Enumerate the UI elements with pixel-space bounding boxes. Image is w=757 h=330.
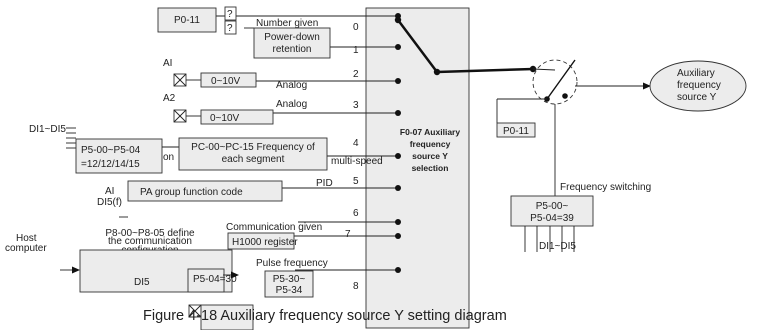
switching-di-label: DI1~DI5 [539, 241, 576, 252]
c0-param: P0-11 [174, 15, 200, 26]
c4-param-box [75, 138, 163, 174]
c8-range-1: P5-30~ [273, 274, 306, 285]
c0-mark-box-2 [224, 20, 237, 35]
c4-table-box [178, 137, 328, 171]
c5-input-1: AI [105, 186, 114, 197]
channel-number-8: 8 [353, 281, 359, 292]
channel-number-2: 2 [353, 69, 359, 80]
c5-label: PID [316, 178, 333, 189]
c5-input-2: DI5(f) [97, 197, 122, 208]
c7-define-1: P8-00~P8-05 define [105, 228, 195, 239]
frequency-switching-label: Frequency switching [560, 182, 651, 193]
c4-param-1: P5-00~P5-04 [81, 145, 141, 156]
c3-range: 0~10V [210, 113, 240, 124]
selector-label-1: F0-07 Auxiliary [400, 127, 460, 137]
selector-label-4: selection [412, 163, 449, 173]
c7-input-1: Host [16, 233, 37, 244]
channel-number-7: 7 [345, 229, 351, 240]
c8-range-box [264, 270, 314, 298]
selector-switch [394, 16, 537, 76]
c2-label: Analog [276, 80, 307, 91]
switching-circle [532, 59, 578, 105]
c7-define-2: the communication [108, 236, 192, 247]
output-switch [532, 59, 651, 102]
switching-box-line-2: P5-04=39 [530, 213, 574, 224]
c9-box [200, 304, 254, 330]
selector-label-3: source Y [412, 151, 448, 161]
c0-param-box [157, 7, 217, 33]
channel-number-3: 3 [353, 100, 359, 111]
c0-label: Number given [256, 18, 318, 29]
channel-number-0: 0 [353, 22, 359, 33]
channel-number-5: 5 [353, 176, 359, 187]
c7-label: Communication given [226, 222, 322, 233]
c7-input-2: computer [5, 243, 47, 254]
channel-number-1: 1 [353, 45, 359, 56]
c0-mark-1: ? [227, 9, 233, 20]
c7-register-box [227, 232, 295, 250]
figure-caption: Figure 4-18 Auxiliary frequency source Y… [143, 308, 507, 324]
output-label-3: source Y [677, 92, 717, 103]
channel-number-6: 6 [353, 208, 359, 219]
c7-register: H1000 register [232, 237, 298, 248]
c8-di: DI5 [134, 277, 150, 288]
c8-range-2: P5-34 [276, 285, 303, 296]
output-label-2: frequency [677, 80, 721, 91]
selector-label-2: frequency [410, 139, 451, 149]
c2-range: 0~10V [211, 76, 241, 87]
c1-label-2: retention [273, 44, 312, 55]
c8-label: Pulse frequency [256, 258, 328, 269]
switching-box-line-1: P5-00~ [536, 201, 569, 212]
c8-param-box [187, 268, 225, 293]
c4-label: multi-speed [331, 156, 383, 167]
channel-lines [216, 15, 398, 271]
c5-box-label: PA group function code [140, 187, 243, 198]
c3-terminal-icon [173, 109, 187, 123]
c0-mark-2: ? [227, 23, 233, 34]
c5-box [127, 180, 283, 202]
selector-block [365, 7, 470, 329]
channel-terminals [395, 13, 401, 273]
switching-di-lines [524, 226, 575, 252]
c4-table-2: each segment [222, 154, 285, 165]
switching-di-box [510, 195, 594, 227]
c0-mark-box-1 [224, 6, 237, 21]
c3-input: A2 [163, 93, 176, 104]
channel-number-4: 4 [353, 138, 359, 149]
c4-table-1: PC-00~PC-15 Frequency of [191, 142, 315, 153]
switching-param-box [496, 122, 536, 138]
c3-label: Analog [276, 99, 307, 110]
c4-input-lines [66, 127, 76, 149]
output-node [649, 60, 747, 112]
c4-on: on [163, 152, 174, 163]
c1-box [253, 27, 331, 59]
output-label-1: Auxiliary [677, 68, 715, 79]
c4-param-2: =12/12/14/15 [81, 159, 140, 170]
c3-range-box [200, 109, 274, 125]
c2-input: AI [163, 58, 172, 69]
c8-param: P5-04=30 [193, 274, 237, 285]
c2-range-box [200, 72, 257, 88]
c4-input: DI1~DI5 [29, 124, 66, 135]
switching-param: P0-11 [503, 126, 529, 137]
c1-label-1: Power-down [264, 32, 320, 43]
c2-terminal-icon [173, 73, 187, 87]
